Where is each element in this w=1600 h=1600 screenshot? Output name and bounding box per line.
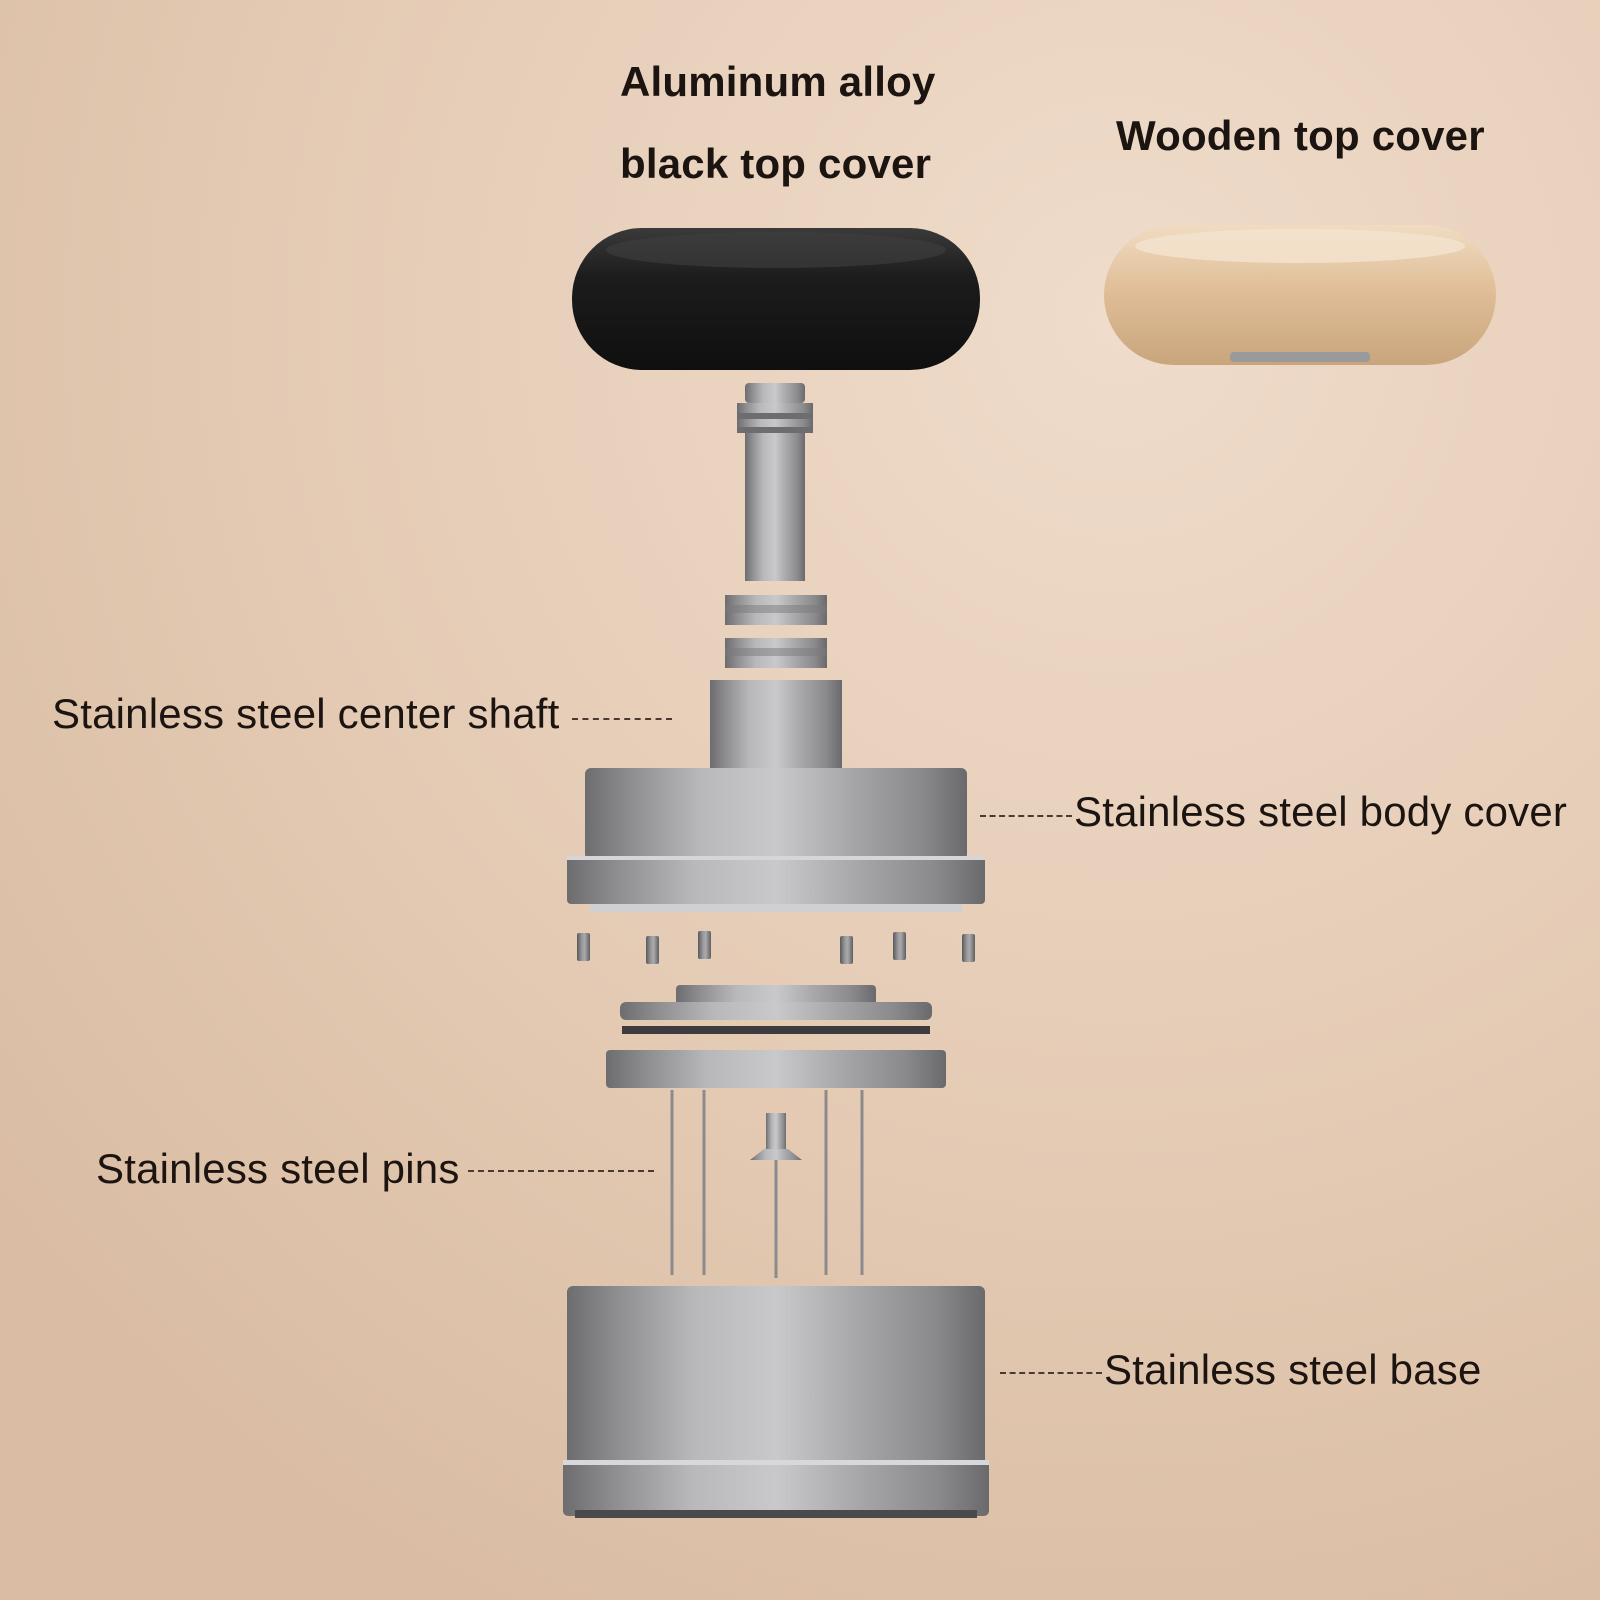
base-leader xyxy=(1000,1372,1102,1374)
wooden-cover-title: Wooden top cover xyxy=(1116,112,1485,159)
pins-label: Stainless steel pins xyxy=(96,1145,460,1192)
screw xyxy=(750,1113,802,1160)
center-shaft-label: Stainless steel center shaft xyxy=(52,690,560,737)
wooden-top-cover xyxy=(1104,225,1496,365)
center-hub xyxy=(710,680,842,772)
center-shaft xyxy=(737,383,813,581)
body-cover-leader xyxy=(980,815,1072,817)
long-pins xyxy=(670,1090,864,1278)
gear-plate xyxy=(606,985,946,1088)
base-label: Stainless steel base xyxy=(1104,1346,1482,1393)
washer-rings xyxy=(725,595,827,668)
center-shaft-leader xyxy=(572,718,672,720)
black-cover-title-line2: black top cover xyxy=(620,140,932,187)
black-top-cover xyxy=(572,228,980,370)
small-pins xyxy=(577,931,975,964)
body-cover-label: Stainless steel body cover xyxy=(1074,788,1568,835)
pins-leader xyxy=(468,1170,654,1172)
black-cover-title-line1: Aluminum alloy xyxy=(620,58,936,105)
base xyxy=(563,1286,989,1518)
body-cover xyxy=(567,768,985,912)
